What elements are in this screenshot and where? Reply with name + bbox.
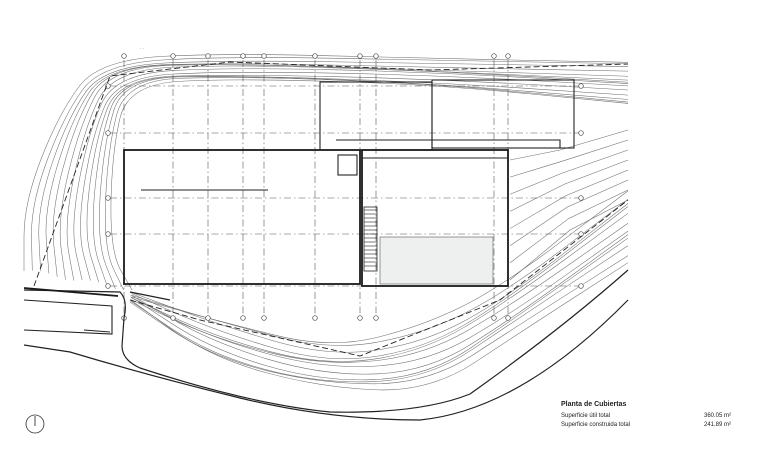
access-road	[23, 61, 629, 421]
grid-bubble	[373, 53, 379, 59]
grid-tag: · ·	[140, 46, 144, 51]
building-roof	[123, 79, 575, 287]
grid-bubble	[105, 83, 111, 89]
grid-bubble	[578, 195, 584, 201]
grid-bubble	[312, 315, 318, 321]
contour-line	[129, 262, 629, 391]
stair-outline	[363, 206, 378, 272]
grid-bubble	[205, 315, 211, 321]
grid-bubble	[205, 53, 211, 59]
grid-bubble	[240, 53, 246, 59]
contour-line	[509, 189, 629, 264]
drawing-legend: Planta de Cubiertas Superficie útil tota…	[561, 401, 731, 430]
contour-line	[31, 57, 629, 271]
contour-line	[45, 63, 629, 274]
contour-line	[509, 149, 629, 195]
shaded-patio	[379, 236, 494, 285]
grid-bubble	[491, 315, 497, 321]
grid-bubble	[105, 283, 111, 289]
contour-line	[66, 65, 629, 281]
contour-line	[86, 75, 629, 283]
grid-bubble	[312, 53, 318, 59]
contour-line	[130, 255, 629, 385]
legend-label: Superficie construida total	[561, 422, 631, 428]
contour-line	[110, 79, 629, 291]
contour-line	[130, 234, 629, 375]
grid-bubble	[373, 315, 379, 321]
contour-line	[509, 199, 629, 281]
structural-grid	[105, 53, 584, 321]
contour-line	[509, 169, 629, 229]
stair	[363, 206, 378, 272]
contour-line	[130, 237, 629, 381]
contour-line	[509, 159, 629, 212]
contour-line	[59, 64, 629, 280]
grid-bubble	[170, 53, 176, 59]
contour-line	[509, 179, 629, 246]
grid-bubble	[240, 315, 246, 321]
legend-label: Superficie útil total	[561, 413, 611, 419]
grid-bubble	[505, 53, 511, 59]
contour-line	[509, 129, 629, 161]
contour-line	[38, 60, 629, 272]
grid-bubble	[357, 53, 363, 59]
terrace-volume	[431, 79, 575, 149]
legend-row-built: Superficie construida total 241.89 m²	[561, 421, 731, 430]
grid-bubble	[170, 315, 176, 321]
contour-line	[52, 64, 629, 278]
legend-row-useful: Superficie útil total 360.05 m²	[561, 412, 731, 421]
contour-line	[23, 54, 629, 271]
drawing-title: Planta de Cubiertas	[561, 401, 627, 408]
contour-line	[80, 72, 629, 281]
skylight	[337, 154, 358, 176]
grid-bubble	[261, 315, 267, 321]
contour-line	[130, 245, 629, 383]
contour-line	[509, 139, 629, 178]
grid-bubble	[491, 53, 497, 59]
topographic-contours	[23, 54, 629, 391]
contour-line	[131, 190, 629, 343]
contour-line	[73, 68, 629, 281]
grid-bubble	[261, 53, 267, 59]
grid-bubble	[121, 53, 127, 59]
grid-bubble	[505, 315, 511, 321]
parking-area	[23, 287, 119, 335]
grid-bubble	[578, 231, 584, 237]
grid-bubble	[357, 315, 363, 321]
contour-line	[131, 213, 629, 362]
grid-bubble	[105, 195, 111, 201]
legend-value: 241.89 m²	[703, 422, 731, 428]
main-roof	[123, 149, 361, 285]
grid-bubble	[105, 130, 111, 136]
grid-bubble	[578, 283, 584, 289]
contour-line	[130, 230, 629, 367]
grid-bubble	[578, 83, 584, 89]
north-arrow-icon	[25, 414, 45, 434]
grid-bubble	[105, 231, 111, 237]
east-roof	[361, 149, 509, 287]
grid-bubble	[578, 130, 584, 136]
legend-value: 360.05 m²	[703, 413, 731, 419]
contour-line	[93, 76, 629, 286]
plot-boundary	[33, 61, 629, 287]
